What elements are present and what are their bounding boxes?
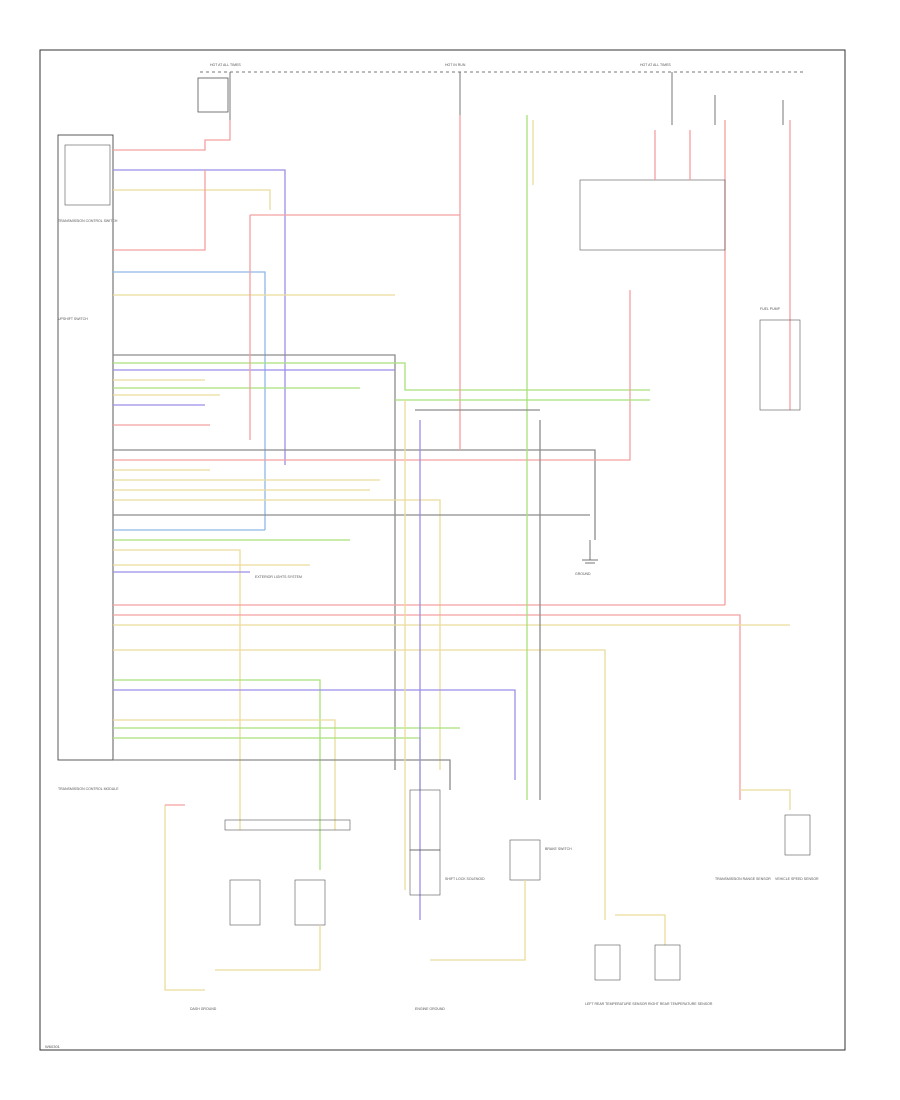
ground-label: GROUND <box>575 572 591 576</box>
switch-box-3 <box>294 879 326 926</box>
tcm-label: TRANSMISSION CONTROL MODULE <box>58 787 119 791</box>
wire-group-vertical <box>249 115 791 920</box>
brake-switch-box <box>509 839 541 881</box>
relay-box <box>579 179 726 251</box>
trans-range-label: TRANSMISSION RANGE SENSOR <box>715 877 771 881</box>
lower-module-box <box>409 849 441 896</box>
fuse-box-left <box>197 77 229 113</box>
vss-box <box>784 814 811 856</box>
fuel-pump-label: FUEL PUMP <box>760 307 781 311</box>
wire-group-horizontal <box>113 120 790 920</box>
shift-lock-label: SHIFT LOCK SOLENOID <box>445 877 485 881</box>
left-temp-box <box>594 944 621 981</box>
upshift-label: UPSHIFT SWITCH <box>58 317 88 321</box>
left-temp-label: LEFT REAR TEMPERATURE SENSOR <box>585 1002 648 1006</box>
engine-ground-label: ENGINE GROUND <box>415 1007 445 1011</box>
right-temp-box <box>654 944 681 981</box>
fuse-label-right: HOT AT ALL TIMES <box>640 63 671 67</box>
ground-symbol <box>582 540 598 564</box>
tcm-module <box>57 134 114 761</box>
switch-box-2 <box>229 879 261 926</box>
fuse-label-mid: HOT IN RUN <box>445 63 466 67</box>
ecm-box <box>759 319 801 411</box>
footer-code: W60301 <box>45 1044 61 1049</box>
tcc-switch-box <box>64 144 111 206</box>
diagram-border <box>39 49 846 1051</box>
tcc-switch-label: TRANSMISSION CONTROL SWITCH <box>58 219 118 223</box>
dash-ground-label: DASH GROUND <box>190 1007 217 1011</box>
shift-lock-box <box>409 789 441 851</box>
exterior-lights-label: EXTERIOR LIGHTS SYSTEM <box>255 575 302 579</box>
switch-box-1 <box>224 819 351 831</box>
brake-switch-label: BRAKE SWITCH <box>545 847 572 851</box>
fuse-label-left: HOT AT ALL TIMES <box>210 63 241 67</box>
vss-label: VEHICLE SPEED SENSOR <box>775 877 819 881</box>
right-temp-label: RIGHT REAR TEMPERATURE SENSOR <box>648 1002 713 1006</box>
